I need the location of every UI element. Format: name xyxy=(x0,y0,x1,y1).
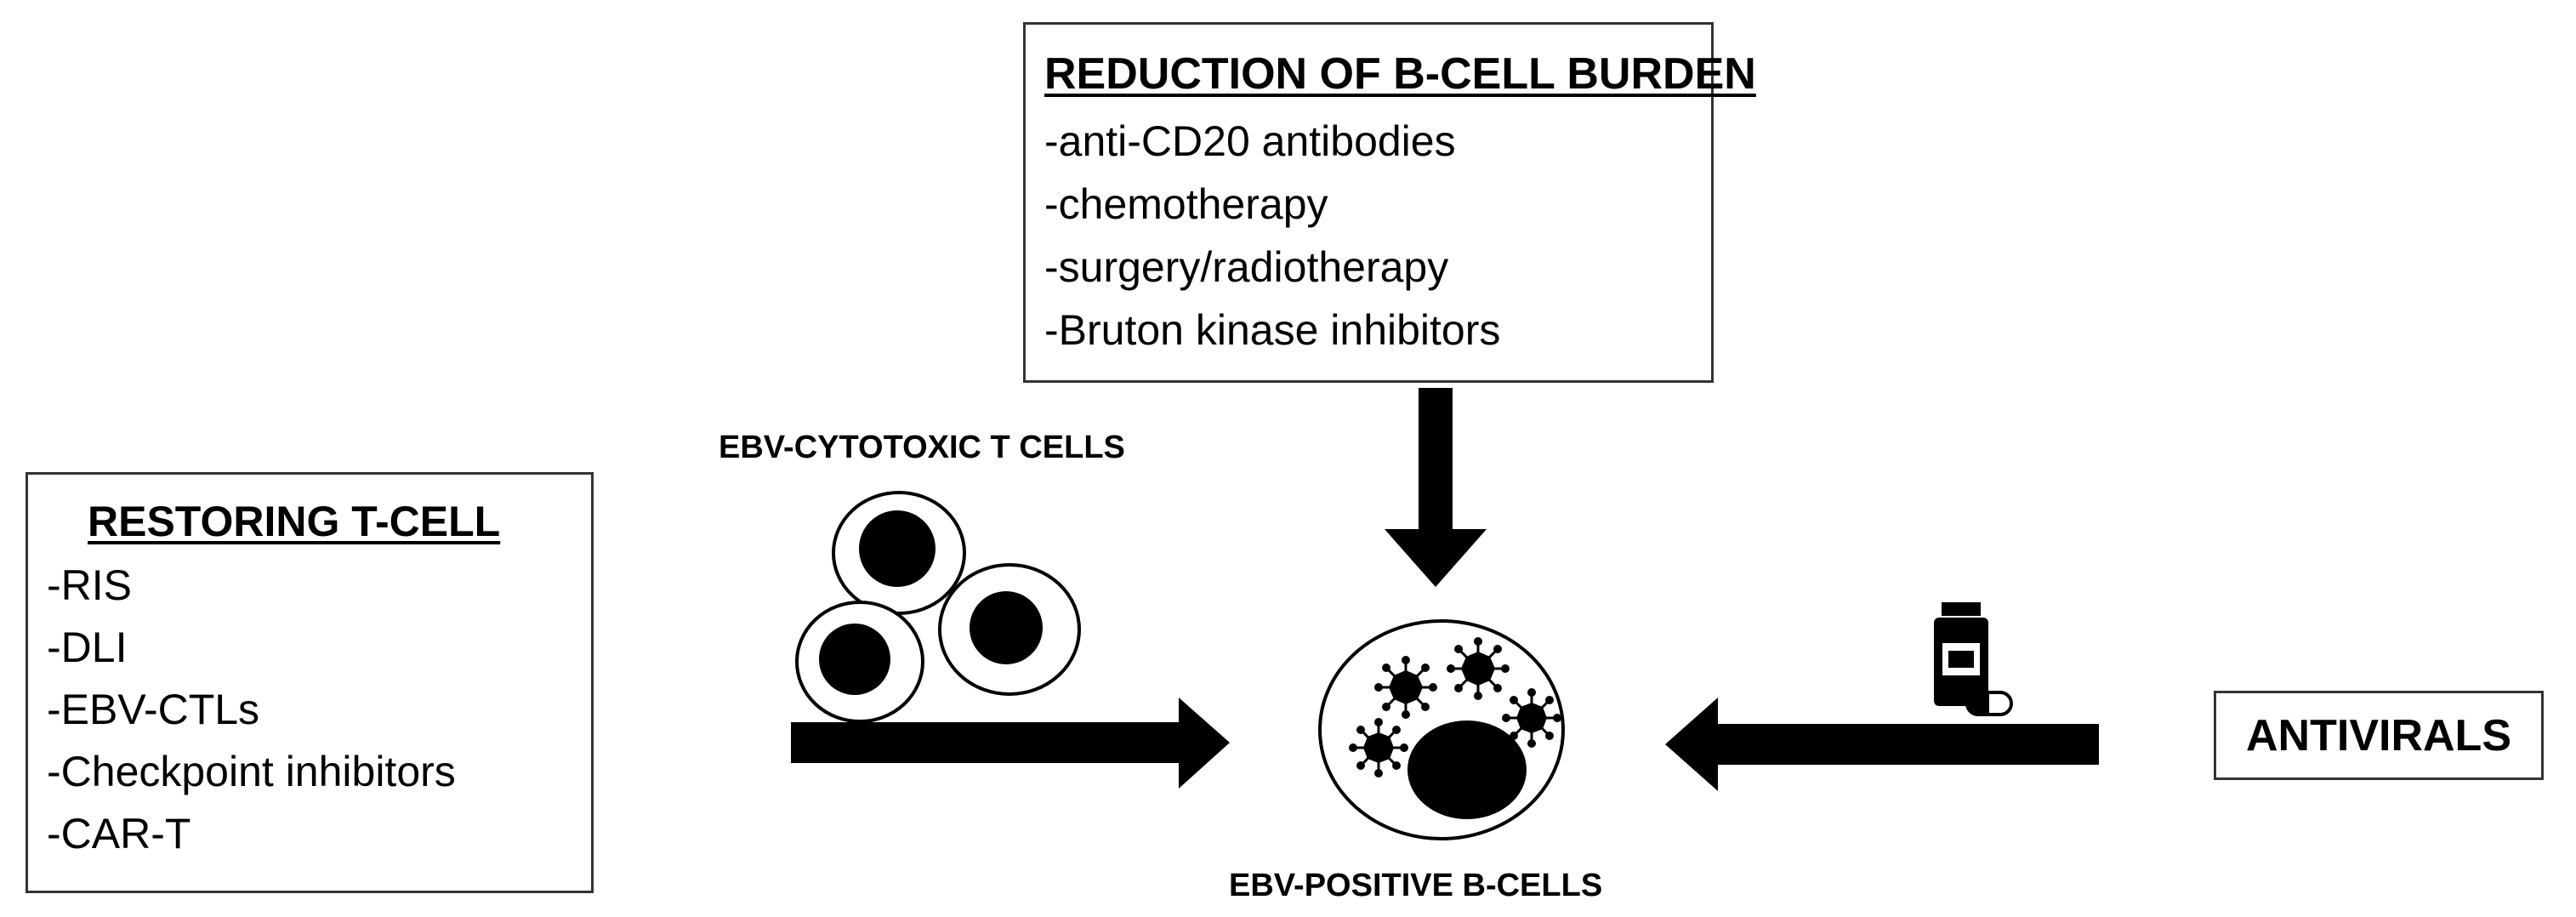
t-cell-icon xyxy=(832,491,966,615)
t-cell-icon xyxy=(795,601,924,723)
restoring-item: -EBV-CTLs xyxy=(47,686,260,733)
restoring-item: -CAR-T xyxy=(47,810,191,857)
antivirals-title: ANTIVIRALS xyxy=(2246,710,2511,760)
arrow-down xyxy=(1385,388,1487,587)
cytotoxic-label: EBV-CYTOTOXIC T CELLS xyxy=(719,430,1125,465)
antivirals-box: ANTIVIRALS xyxy=(2214,691,2544,780)
reduction-title: REDUCTION OF B-CELL BURDEN xyxy=(1044,49,1756,99)
restoring-item: -RIS xyxy=(47,561,132,609)
virus-icon xyxy=(1374,656,1437,719)
arrow-left xyxy=(1665,698,2099,791)
restoring-item: -DLI xyxy=(47,624,128,671)
t-cell-icon xyxy=(938,563,1081,696)
reduction-item: -chemotherapy xyxy=(1044,180,1328,228)
restoring-item: -Checkpoint inhibitors xyxy=(47,748,456,795)
capsule-icon xyxy=(1965,691,2013,716)
arrow-right xyxy=(791,698,1230,789)
reduction-item: -Bruton kinase inhibitors xyxy=(1044,306,1501,354)
virus-icon xyxy=(1447,637,1510,700)
reduction-box: REDUCTION OF B-CELL BURDEN -anti-CD20 an… xyxy=(1023,22,1756,383)
bcells-label: EBV-POSITIVE B-CELLS xyxy=(1229,868,1603,903)
virus-icon xyxy=(1502,688,1561,748)
restoring-box: RESTORING T-CELL -RIS -DLI -EBV-CTLs -Ch… xyxy=(26,472,594,893)
b-cell-icon xyxy=(1318,619,1565,840)
reduction-item: -anti-CD20 antibodies xyxy=(1044,117,1456,165)
virus-icon xyxy=(1349,718,1408,777)
restoring-title: RESTORING T-CELL xyxy=(88,498,501,545)
pill-bottle-icon xyxy=(1934,602,1988,706)
reduction-item: -surgery/radiotherapy xyxy=(1044,243,1449,291)
